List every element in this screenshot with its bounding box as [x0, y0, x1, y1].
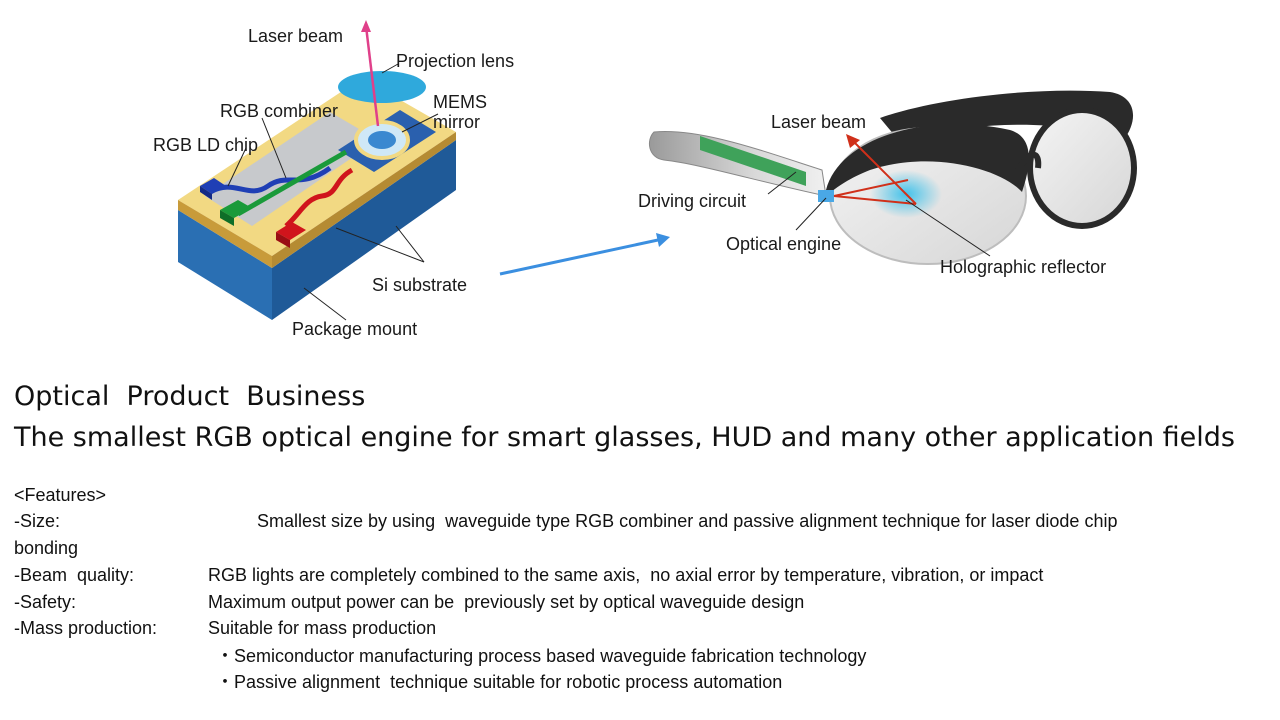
laser-beam-left [361, 20, 380, 127]
label-holographic-reflector: Holographic reflector [940, 257, 1107, 277]
connector-arrow [499, 233, 670, 276]
rgb-combiner-region [205, 112, 378, 226]
label-mems-mirror: MEMS mirror [433, 92, 487, 132]
size-text: Smallest size by using waveguide type RG… [257, 511, 1118, 531]
size-label: -Size: [14, 511, 61, 531]
mems-mirror [338, 110, 436, 172]
beam-quality-label: -Beam quality: [14, 565, 135, 585]
label-si-substrate: Si substrate [372, 275, 468, 295]
illustration [178, 20, 1137, 321]
safety-label: -Safety: [14, 592, 77, 612]
beam-quality-text: RGB lights are completely combined to th… [208, 565, 1044, 585]
leader-lines-left [227, 63, 439, 321]
ld-chips [200, 178, 306, 248]
package-mount [178, 140, 456, 320]
mass-production-text: Suitable for mass production [208, 618, 437, 638]
label-laser-beam-left: Laser beam [248, 26, 344, 46]
title-line-1: Optical Product Business [14, 381, 366, 412]
label-laser-beam-right: Laser beam [771, 112, 867, 132]
label-projection-lens: Projection lens [396, 51, 515, 71]
mass-production-label: -Mass production: [14, 618, 158, 638]
title-line-2: The smallest RGB optical engine for smar… [14, 422, 1235, 453]
label-rgb-combiner: RGB combiner [220, 101, 339, 121]
label-package-mount: Package mount [292, 319, 418, 339]
waveguides [208, 149, 354, 228]
mass-production-sub-2: ・Passive alignment technique suitable fo… [216, 672, 783, 692]
label-optical-engine: Optical engine [726, 234, 842, 254]
mass-production-sub-1: ・Semiconductor manufacturing process bas… [216, 646, 867, 666]
leader-lines-right [767, 171, 991, 257]
safety-text: Maximum output power can be previously s… [208, 592, 805, 612]
figure-area: Laser beam Projection lens RGB combiner … [153, 20, 1137, 339]
size-text-cont: bonding [14, 538, 79, 558]
smart-glasses [648, 90, 1137, 265]
features-header: <Features> [14, 485, 107, 505]
label-driving-circuit: Driving circuit [638, 191, 747, 211]
projection-lens [338, 71, 426, 103]
label-rgb-ld-chip: RGB LD chip [153, 135, 259, 155]
